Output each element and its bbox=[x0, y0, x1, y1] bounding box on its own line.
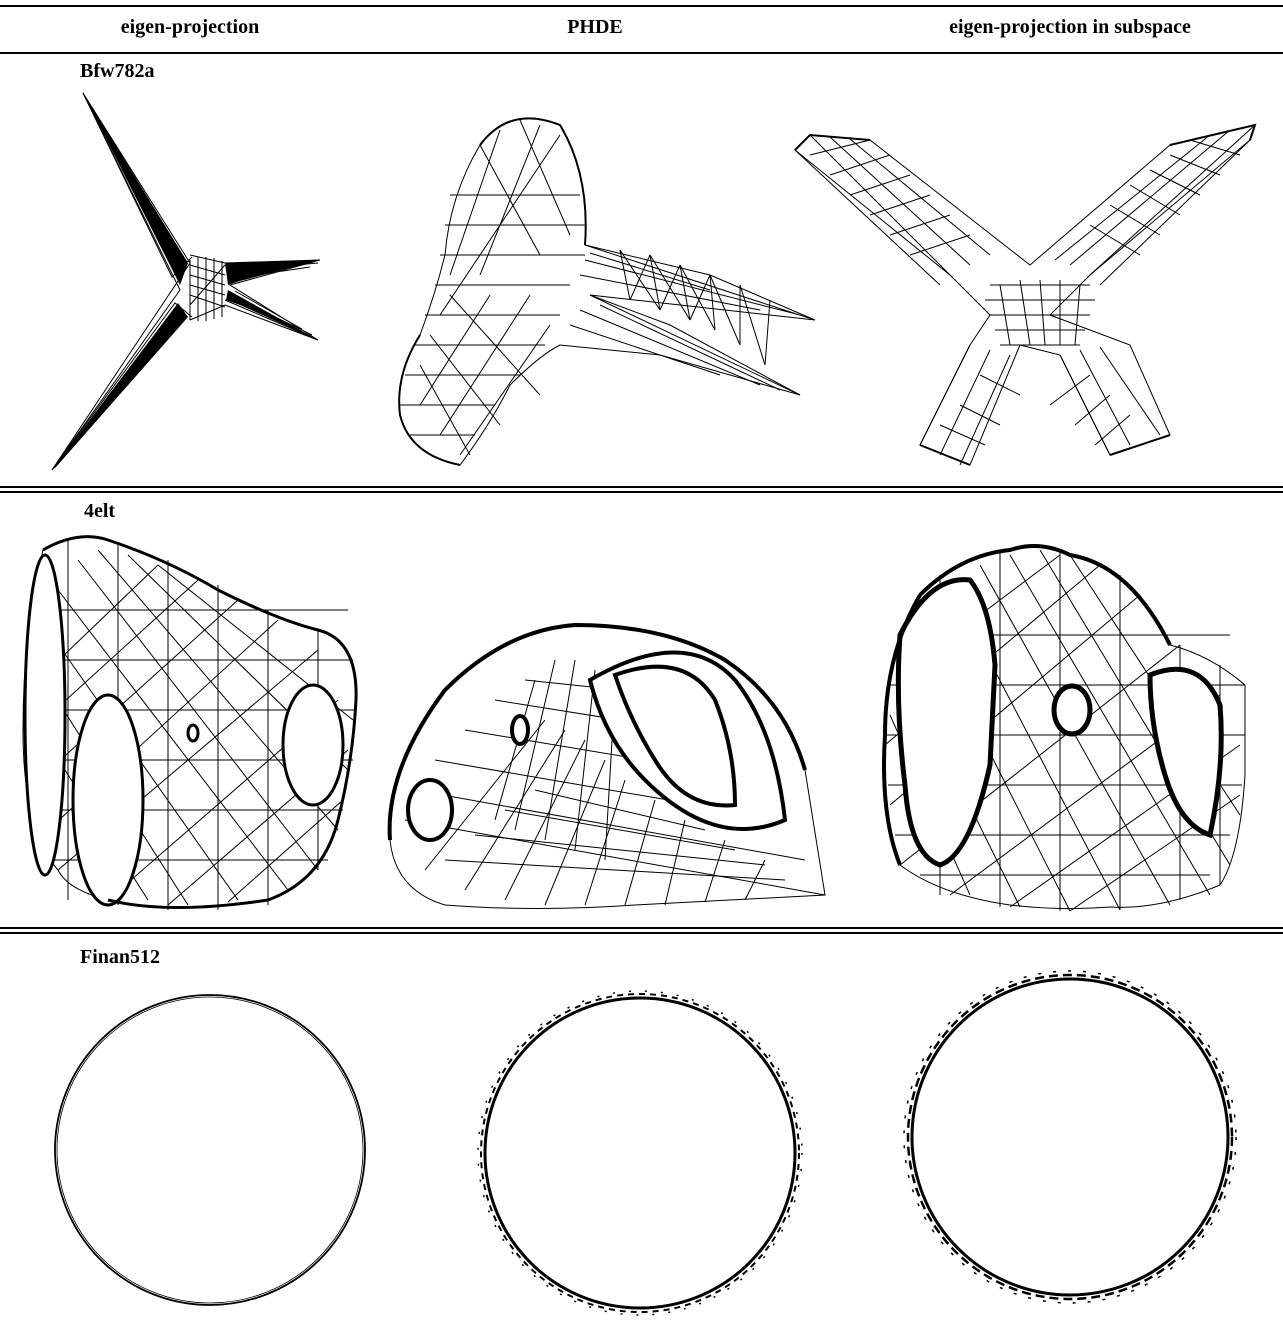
column-header-eigen-projection: eigen-projection bbox=[60, 16, 320, 39]
4elt-subspace-drawing bbox=[880, 535, 1250, 915]
finan512-eigen-projection-drawing bbox=[50, 990, 370, 1310]
row1-rule-b bbox=[0, 491, 1283, 493]
row-label-4elt: 4elt bbox=[84, 500, 115, 523]
finan512-phde-drawing bbox=[475, 988, 805, 1318]
row-label-finan512: Finan512 bbox=[80, 946, 160, 969]
bfw782a-eigen-projection-drawing bbox=[40, 85, 340, 480]
top-rule bbox=[0, 5, 1283, 7]
finan512-subspace-drawing bbox=[900, 965, 1240, 1310]
bfw782a-subspace-drawing bbox=[790, 115, 1260, 475]
row2-rule-a bbox=[0, 927, 1283, 929]
4elt-eigen-projection-drawing bbox=[18, 530, 363, 915]
column-header-phde: PHDE bbox=[470, 16, 720, 39]
header-rule bbox=[0, 52, 1283, 54]
row-label-bfw782a: Bfw782a bbox=[80, 60, 154, 83]
row2-rule-b bbox=[0, 932, 1283, 934]
bfw782a-phde-drawing bbox=[380, 95, 820, 475]
row1-rule-a bbox=[0, 486, 1283, 488]
column-header-eigen-projection-subspace: eigen-projection in subspace bbox=[880, 16, 1260, 39]
4elt-phde-drawing bbox=[385, 620, 830, 915]
